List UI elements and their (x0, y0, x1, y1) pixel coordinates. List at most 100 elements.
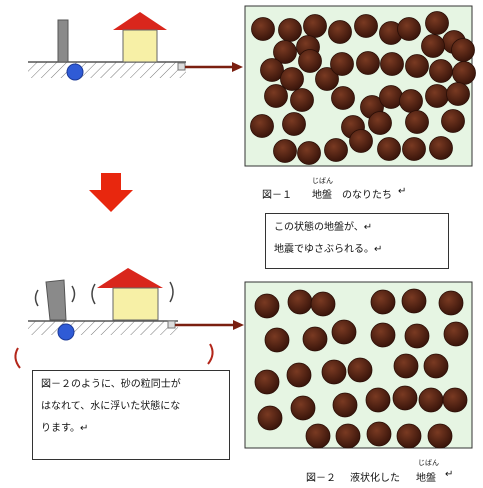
sand-grain (370, 322, 396, 348)
note-line: 地震でゆさぶられる。↵ (274, 244, 383, 255)
sand-grain (429, 136, 453, 160)
tilted-utility-pole (45, 279, 67, 321)
figure2-ruby: じばん (418, 459, 439, 467)
sand-grain (392, 385, 418, 411)
shaken-ground-scene (14, 268, 244, 369)
sand-grain (250, 114, 274, 138)
sand-grain (332, 392, 358, 418)
ground-hatch (28, 62, 186, 78)
sand-grain (264, 84, 288, 108)
sand-grain (356, 51, 380, 75)
sand-grain (421, 34, 445, 58)
connector-arrowhead (233, 320, 244, 330)
sand-grain (315, 67, 339, 91)
sand-grain (380, 52, 404, 76)
sand-grain (405, 110, 429, 134)
sand-grain (425, 11, 449, 35)
sand-grain (368, 111, 392, 135)
sand-grain (286, 362, 312, 388)
sand-grain (365, 387, 391, 413)
ground-hatch (28, 321, 178, 335)
figure2-term: 地盤 (416, 473, 436, 484)
sand-grain (257, 405, 283, 431)
shake-line (34, 289, 39, 307)
separated-grains (254, 288, 469, 449)
figure2-prefix: 液状化した (350, 473, 400, 484)
sand-grain (427, 423, 453, 449)
note-box-liquefied: 図－２のように、砂の粒同士が はなれて、水に浮いた状態にな ります。↵ (32, 370, 230, 460)
sand-grain (452, 61, 476, 85)
sand-grain (446, 82, 470, 106)
tilted-house (97, 268, 163, 321)
sand-grain (290, 395, 316, 421)
figure2-label: 図－２ (306, 473, 336, 484)
note-line: 図－２のように、砂の粒同士が (41, 379, 181, 390)
utility-pole (57, 19, 69, 63)
figure1-term: 地盤 (312, 190, 332, 201)
sand-grain (280, 67, 304, 91)
sand-grain (402, 137, 426, 161)
sand-grain (418, 387, 444, 413)
sand-grain (443, 321, 469, 347)
big-down-arrow (89, 173, 133, 212)
sand-grain (379, 85, 403, 109)
sand-grain (441, 109, 465, 133)
shake-line (91, 283, 96, 305)
sand-grain (260, 58, 284, 82)
sand-grain (451, 38, 475, 62)
figure2-mark: ↵ (445, 469, 454, 480)
sand-grain (349, 129, 373, 153)
sand-grain (397, 17, 421, 41)
sand-grain (396, 423, 422, 449)
sand-grain (370, 289, 396, 315)
shake-line (169, 281, 174, 303)
sand-grain (282, 112, 306, 136)
sand-grain (287, 289, 313, 315)
normal-ground-scene (28, 12, 243, 81)
sand-grain (425, 84, 449, 108)
sand-grain (399, 89, 423, 113)
sand-grain (298, 49, 322, 73)
shake-line (71, 285, 76, 303)
connector-node (167, 320, 176, 329)
note-line: この状態の地盤が、↵ (274, 222, 373, 233)
water-ball (57, 323, 75, 341)
note-line: はなれて、水に浮いた状態にな (41, 401, 181, 412)
sand-grain (254, 369, 280, 395)
sand-grain (330, 52, 354, 76)
note-line: ります。↵ (41, 423, 89, 434)
sand-grain (401, 288, 427, 314)
sand-grain (393, 353, 419, 379)
sand-grain (404, 323, 430, 349)
sand-grain (331, 319, 357, 345)
connector-node (177, 62, 186, 71)
sand-grain (273, 139, 297, 163)
sand-grain (423, 353, 449, 379)
sand-grain (297, 141, 321, 165)
sand-grain (251, 17, 275, 41)
shake-line (207, 343, 214, 365)
sand-grain (366, 421, 392, 447)
note-box-shaking: この状態の地盤が、↵ 地震でゆさぶられる。↵ (265, 213, 449, 269)
sand-grain (328, 20, 352, 44)
sand-grain (290, 88, 314, 112)
sand-grain (331, 86, 355, 110)
figure1-mark: ↵ (398, 186, 407, 197)
packed-grains (250, 11, 476, 165)
water-ball (66, 63, 84, 81)
house (113, 12, 167, 63)
sand-grain (354, 14, 378, 38)
figure1-ruby: じばん (312, 177, 333, 185)
figure1-label: 図－１ (262, 190, 292, 201)
sand-grain (303, 14, 327, 38)
sand-grain (264, 327, 290, 353)
sand-grain (405, 54, 429, 78)
sand-grain (377, 137, 401, 161)
sand-grain (305, 423, 331, 449)
sand-grain (278, 18, 302, 42)
sand-grain (321, 359, 347, 385)
sand-grain (273, 40, 297, 64)
shake-line (14, 347, 21, 369)
sand-grain (442, 387, 468, 413)
